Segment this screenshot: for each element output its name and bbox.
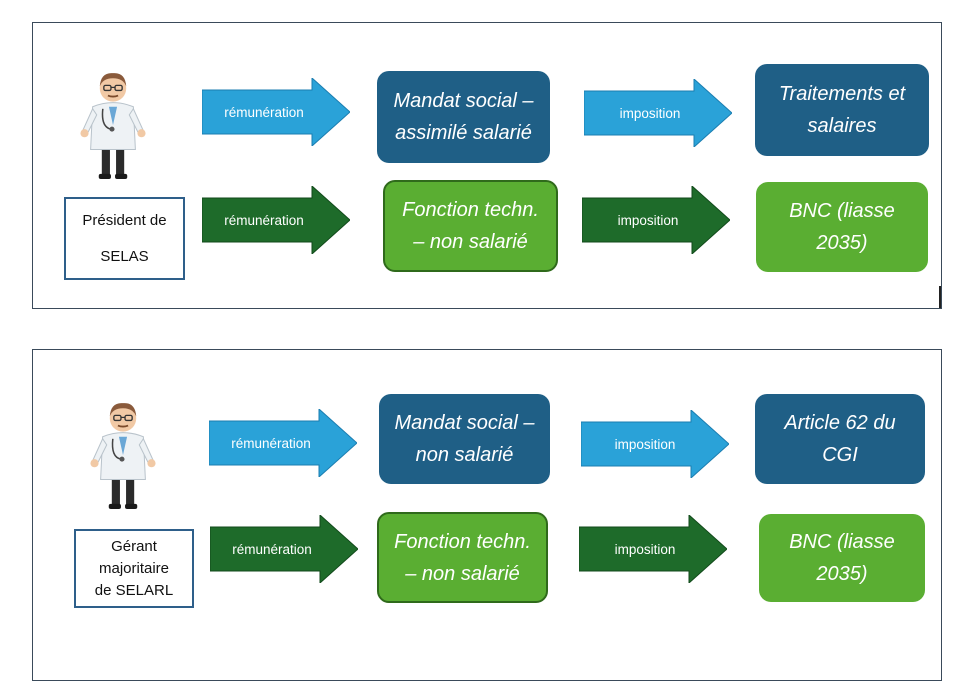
- node-mandat-social: Mandat social – non salarié: [379, 394, 550, 484]
- arrow-label: imposition: [614, 541, 676, 557]
- node-line: assimilé salarié: [395, 122, 532, 144]
- node-tax-treatment: BNC (liasse 2035): [756, 182, 928, 272]
- node-line: BNC (liasse: [789, 531, 895, 553]
- arrow-label: imposition: [617, 212, 679, 228]
- arrow-label: rémunération: [224, 104, 304, 120]
- role-label-gerant-selarl: Gérant majoritaire de SELARL: [74, 529, 194, 608]
- node-line: Mandat social –: [394, 412, 535, 434]
- arrow-imposition: imposition: [579, 515, 727, 583]
- node-line: Fonction techn.: [402, 199, 539, 221]
- arrow-remuneration: rémunération: [209, 409, 357, 477]
- arrow-label: rémunération: [232, 541, 312, 557]
- arrow-imposition: imposition: [584, 79, 732, 147]
- node-line: non salarié: [415, 444, 514, 466]
- node-line: – non salarié: [405, 562, 520, 585]
- node-fonction-technique: Fonction techn. – non salarié: [377, 512, 548, 603]
- node-line: – non salarié: [413, 231, 528, 253]
- node-line: salaires: [807, 115, 877, 137]
- node-line: BNC (liasse: [789, 200, 895, 222]
- role-label-line: SELAS: [100, 247, 149, 265]
- arrow-imposition: imposition: [581, 410, 729, 478]
- node-line: Mandat social –: [393, 90, 534, 112]
- arrow-imposition: imposition: [582, 186, 730, 254]
- panel-corner-mark: [939, 286, 941, 308]
- node-line: Fonction techn.: [394, 530, 531, 553]
- node-tax-treatment: Traitements et salaires: [755, 64, 929, 156]
- node-line: CGI: [822, 444, 858, 466]
- role-label-line: Gérant: [111, 537, 157, 555]
- node-fonction-technique: Fonction techn. – non salarié: [383, 180, 558, 272]
- node-tax-treatment: BNC (liasse 2035): [759, 514, 925, 602]
- arrow-label: imposition: [614, 436, 676, 452]
- doctor-icon: [88, 394, 158, 510]
- node-line: Article 62 du: [784, 412, 896, 434]
- role-label-line: Président de: [82, 211, 167, 229]
- role-label-line: majoritaire: [98, 559, 170, 577]
- node-line: 2035): [816, 232, 868, 254]
- doctor-icon: [78, 64, 148, 180]
- arrow-label: rémunération: [231, 435, 311, 451]
- arrow-remuneration: rémunération: [210, 515, 358, 583]
- role-label-president-selas: Président de SELAS: [64, 197, 185, 280]
- node-line: 2035): [816, 563, 868, 585]
- node-tax-treatment: Article 62 du CGI: [755, 394, 925, 484]
- role-label-line: de SELARL: [94, 581, 174, 599]
- node-line: Traitements et: [778, 83, 906, 105]
- node-mandat-social: Mandat social – assimilé salarié: [377, 71, 550, 163]
- arrow-label: rémunération: [224, 212, 304, 228]
- arrow-label: imposition: [619, 105, 681, 121]
- arrow-remuneration: rémunération: [202, 186, 350, 254]
- arrow-remuneration: rémunération: [202, 78, 350, 146]
